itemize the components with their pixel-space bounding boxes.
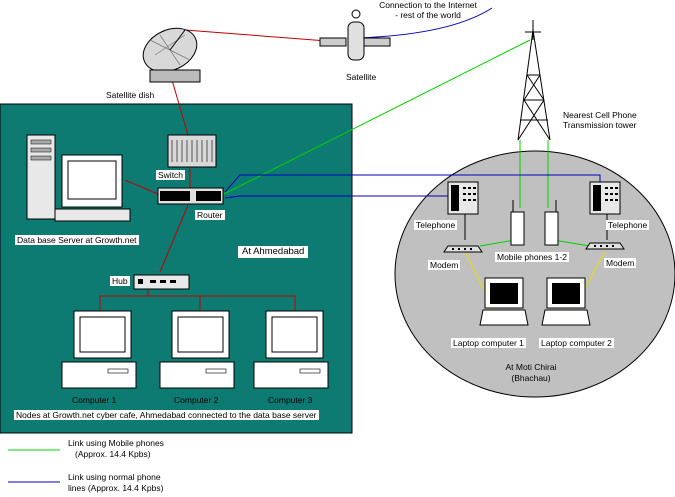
ahmedabad-label: At Ahmedabad <box>238 246 309 258</box>
legend-mobile-speed: (Approx. 14.4 Kpbs) <box>75 449 151 459</box>
mobile-phones-label: Mobile phones 1-2 <box>495 252 569 262</box>
phone-link-right <box>224 195 448 199</box>
switch-label: Switch <box>156 170 186 180</box>
cell-tower-icon <box>517 20 551 141</box>
legend-phone-speed: lines (Approx. 14.4 Kpbs) <box>68 483 164 493</box>
laptop-1-icon <box>479 277 529 326</box>
hub-computer3-wire <box>200 295 296 312</box>
server-router-wire <box>124 179 161 196</box>
modem-right-label: Modem <box>604 258 637 268</box>
satellite-icon <box>319 9 391 61</box>
database-server-icon <box>26 134 131 222</box>
nodes-caption: Nodes at Growth.net cyber cafe, Ahmedaba… <box>14 410 319 420</box>
router-icon <box>157 187 224 205</box>
moti-chirai-site <box>394 150 675 398</box>
router-hub-wire <box>159 204 189 273</box>
laptop-2-label: Laptop computer 2 <box>539 338 614 348</box>
hub-icon <box>133 274 190 290</box>
dish-switch-link <box>171 79 189 136</box>
dish-satellite-link <box>184 29 341 43</box>
moti-chirai-label: At Moti Chirai <box>505 362 557 372</box>
mobile-modem-left <box>479 239 516 247</box>
satellite-label: Satellite <box>346 72 377 82</box>
laptop-1-label: Laptop computer 1 <box>451 338 526 348</box>
hub-computers-wire <box>99 290 149 312</box>
router-label: Router <box>195 210 225 220</box>
telephone-left-icon <box>447 181 479 215</box>
computer-3-icon <box>253 310 329 389</box>
computer-1-icon <box>61 310 137 389</box>
mobile-link-router-tower <box>221 39 531 196</box>
telephone-right-label: Telephone <box>606 220 650 230</box>
hub-label: Hub <box>110 276 130 286</box>
switch-icon <box>167 134 217 168</box>
phone-link-left <box>224 174 601 193</box>
modem-left-icon <box>443 245 483 253</box>
telephone-left-label: Telephone <box>414 220 458 230</box>
mobile-phone-1-icon <box>510 200 525 246</box>
cell-tower-label: Nearest Cell Phone Transmission tower <box>563 110 637 130</box>
legend-phone-label: Link using normal phone <box>68 472 161 482</box>
computer-2-label: Computer 2 <box>174 395 219 405</box>
satellite-dish-label: Satellite dish <box>106 90 155 100</box>
internet-arc <box>354 7 493 39</box>
computer-3-label: Computer 3 <box>268 395 313 405</box>
satellite-dish-icon <box>142 27 201 83</box>
db-server-label: Data base Server at Growth.net <box>15 235 139 245</box>
mobile-phone-2-icon <box>544 200 559 246</box>
legend-mobile-label: Link using Mobile phones <box>68 438 164 448</box>
modem-right-icon <box>585 242 625 250</box>
internet-label: Connection to the Internet - rest of the… <box>379 0 477 20</box>
telephone-right-icon <box>589 181 621 215</box>
computer-1-label: Computer 1 <box>72 395 117 405</box>
modem-left-label: Modem <box>428 260 461 270</box>
laptop-2-icon <box>541 277 591 326</box>
mobile-modem-right <box>552 239 591 247</box>
bhachau-label: (Bhachau) <box>511 373 551 383</box>
computer-2-icon <box>159 310 235 389</box>
